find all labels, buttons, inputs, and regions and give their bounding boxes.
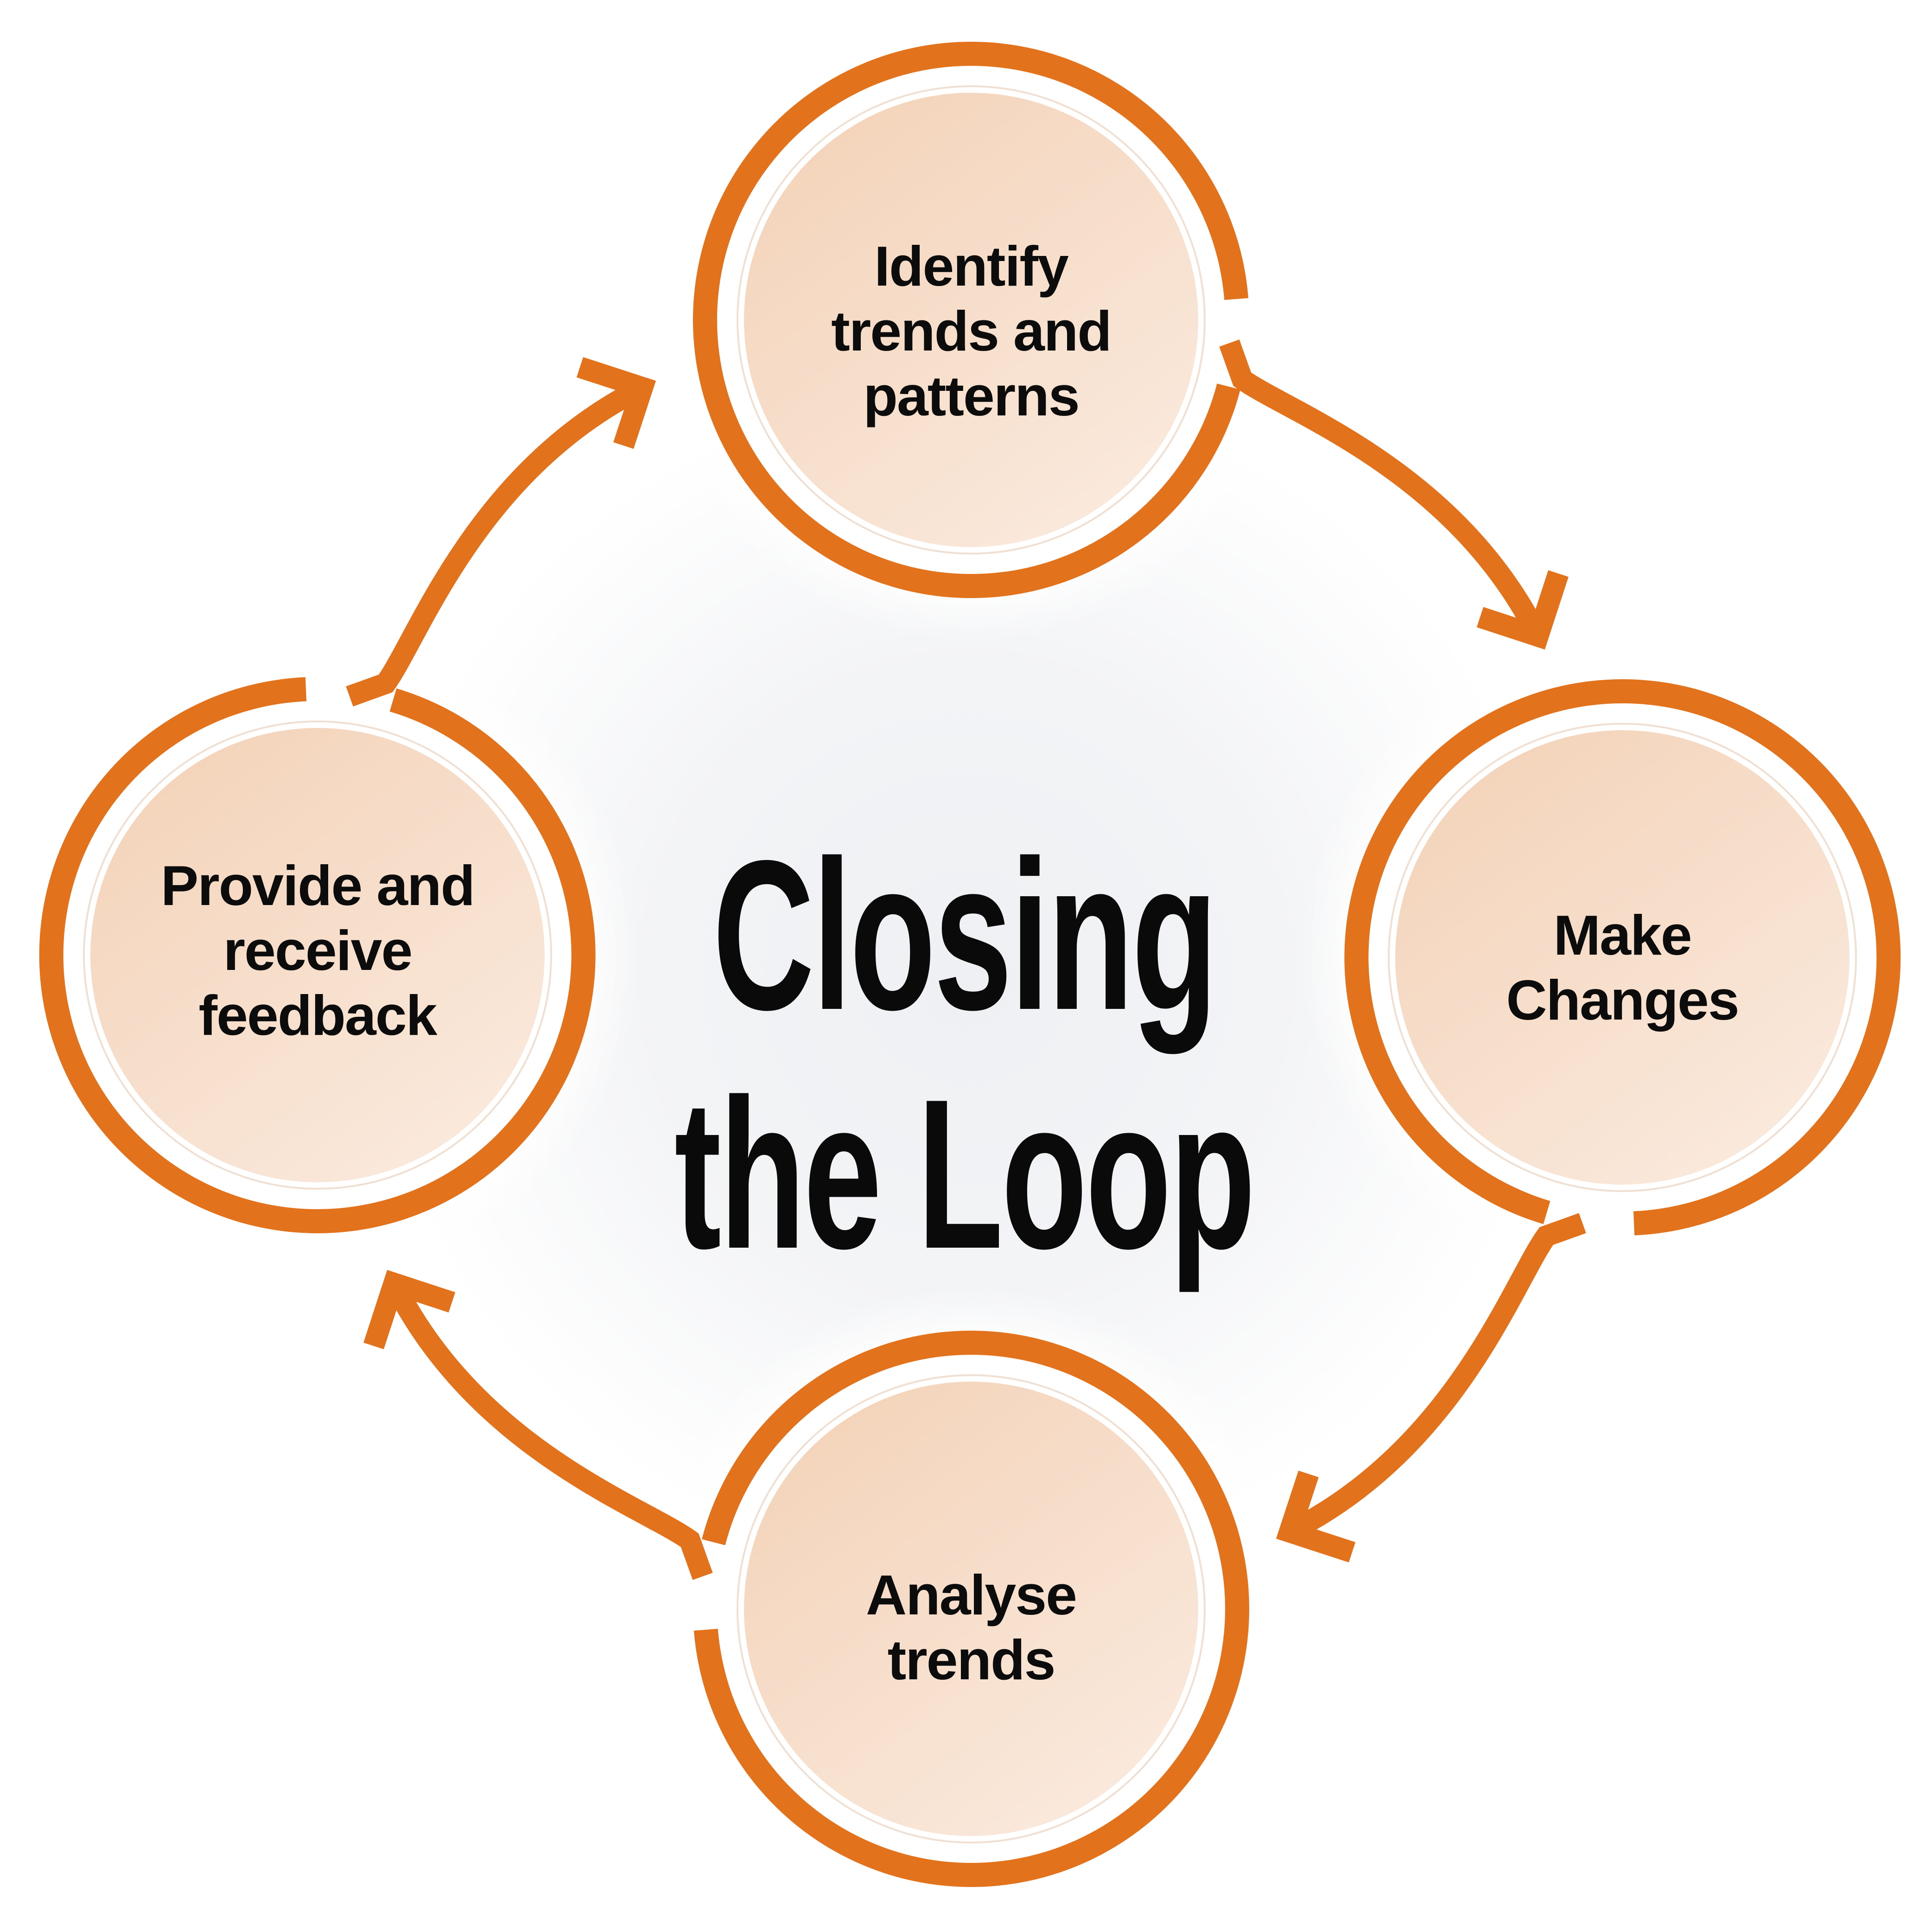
node-label-feedback: Provide and receive feedback xyxy=(109,742,526,1159)
curved-arrow-bottom-to-left-icon xyxy=(363,1269,713,1580)
node-circle-analyse-trends xyxy=(737,1374,1206,1843)
ring-make-changes xyxy=(1344,679,1901,1236)
ring-feedback xyxy=(39,677,596,1233)
node-circle-feedback xyxy=(83,721,552,1190)
node-label-line: Make xyxy=(1553,903,1692,967)
ring-identify xyxy=(693,42,1249,599)
node-label-line: trends xyxy=(887,1628,1056,1691)
diagram-title-line2: the Loop xyxy=(674,1055,1256,1293)
node-label-identify: Identify trends and patterns xyxy=(763,122,1180,540)
node-label-line: Provide and xyxy=(160,854,475,917)
node-circle-identify xyxy=(737,85,1206,555)
ring-analyse-trends xyxy=(693,1330,1249,1887)
node-circle-make-changes xyxy=(1388,723,1857,1192)
curved-arrow-right-to-bottom-icon xyxy=(1276,1213,1586,1562)
diagram-title-line1: Closing xyxy=(712,816,1217,1054)
node-label-analyse-trends: Analyse trends xyxy=(763,1419,1180,1836)
curved-arrow-left-to-top-icon xyxy=(346,357,656,707)
curved-arrow-top-to-right-icon xyxy=(1219,339,1569,650)
node-label-make-changes: Make Changes xyxy=(1414,759,1831,1176)
node-label-line: patterns xyxy=(863,364,1080,428)
node-label-line: Changes xyxy=(1506,969,1739,1032)
node-label-line: Analyse xyxy=(866,1563,1077,1626)
node-label-line: receive xyxy=(223,918,413,982)
diagram-title: Closing the Loop xyxy=(547,809,1381,1301)
node-label-line: feedback xyxy=(198,984,438,1047)
node-label-line: Identify xyxy=(874,234,1069,298)
node-label-line: trends and xyxy=(831,299,1112,363)
